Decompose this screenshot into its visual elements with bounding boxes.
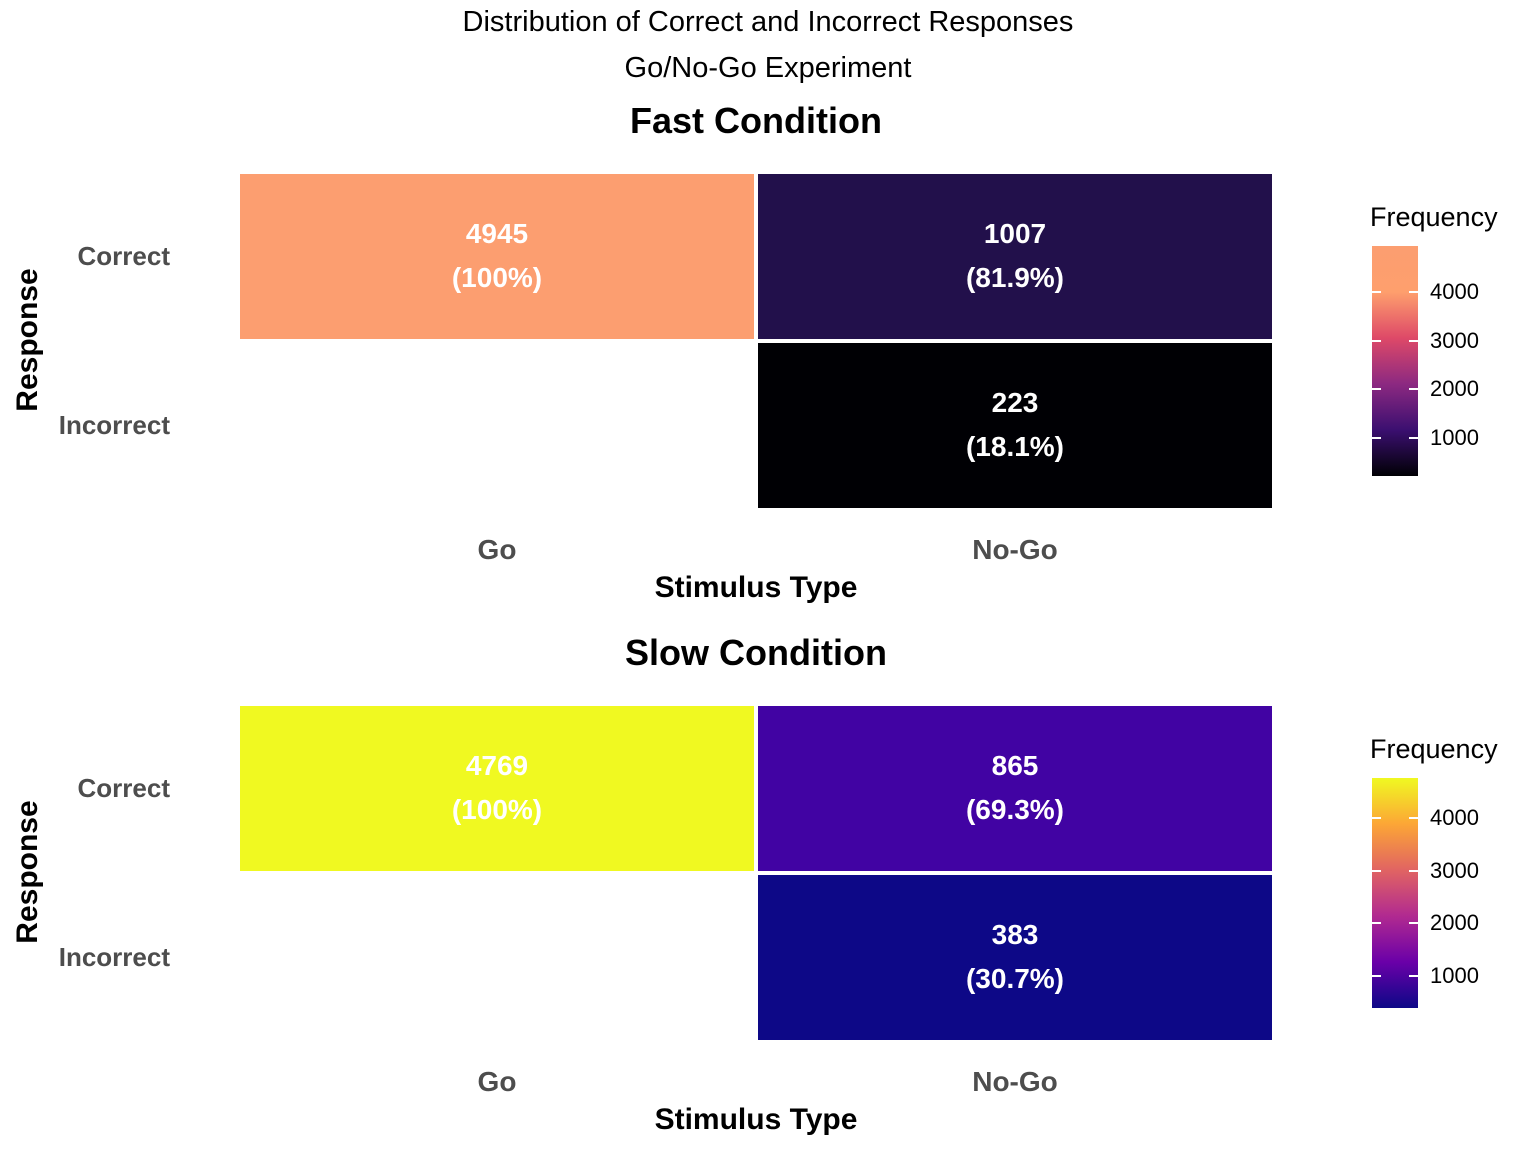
colorbar-tick-label: 2000 — [1430, 910, 1479, 936]
cell-percent-label: (30.7%) — [965, 963, 1065, 994]
colorbar-tick — [1409, 817, 1418, 820]
heatmap-cell: 4769 (100%) — [236, 702, 758, 875]
cell-value-label: 4769 — [465, 750, 529, 781]
cell-value-label: 865 — [991, 750, 1039, 781]
cell-percent-label: (18.1%) — [965, 431, 1065, 462]
colorbar-tick — [1372, 974, 1381, 977]
cell-value-label: 383 — [991, 919, 1039, 950]
x-tick-label: Go — [477, 534, 517, 565]
heatmap-panel-1: Slow Condition 4769 (100%) 865 (69.3%) 383 (30… — [0, 632, 1536, 1172]
x-axis-title: Stimulus Type — [654, 1103, 858, 1136]
cell-value-label: 223 — [991, 387, 1039, 418]
colorbar-tick — [1409, 922, 1418, 925]
colorbar-tick-label: 1000 — [1430, 962, 1479, 988]
colorbar-tick — [1409, 869, 1418, 872]
colorbar-tick-label: 4000 — [1430, 805, 1479, 831]
colorbar — [1372, 246, 1418, 476]
y-tick-label: Correct — [77, 772, 170, 803]
y-tick-label: Incorrect — [58, 409, 170, 440]
colorbar-tick — [1372, 869, 1381, 872]
cell-value-label: 1007 — [983, 218, 1047, 249]
cell-value-label: 4945 — [465, 218, 529, 249]
cell-percent-label: (100%) — [451, 794, 543, 825]
colorbar-tick — [1409, 339, 1418, 342]
colorbar-tick-label: 3000 — [1430, 327, 1479, 353]
y-tick-label: Incorrect — [58, 941, 170, 972]
legend-title: Frequency — [1370, 734, 1498, 764]
heatmap-panel-0: Fast Condition 4945 (100%) 1007 (81.9%) 223 (1… — [0, 100, 1536, 640]
colorbar-tick-label: 3000 — [1430, 857, 1479, 883]
colorbar-tick — [1409, 974, 1418, 977]
y-axis-title: Response — [11, 268, 44, 412]
colorbar-tick-label: 4000 — [1430, 279, 1479, 305]
colorbar-tick-label: 2000 — [1430, 376, 1479, 402]
colorbar-tick — [1372, 339, 1381, 342]
heatmap-cell: 223 (18.1%) — [754, 339, 1276, 512]
cell-percent-label: (81.9%) — [965, 262, 1065, 293]
cell-percent-label: (69.3%) — [965, 794, 1065, 825]
panel-title: Fast Condition — [630, 100, 882, 141]
colorbar-tick — [1372, 388, 1381, 391]
colorbar-tick — [1409, 437, 1418, 440]
heatmap-cell: 4945 (100%) — [236, 170, 758, 343]
x-tick-label: No-Go — [972, 534, 1058, 565]
cell-percent-label: (100%) — [451, 262, 543, 293]
chart-subtitle: Go/No-Go Experiment — [624, 52, 912, 84]
colorbar — [1372, 778, 1418, 1008]
colorbar-tick — [1372, 291, 1381, 294]
x-tick-label: Go — [477, 1066, 517, 1097]
colorbar-tick — [1372, 922, 1381, 925]
x-tick-label: No-Go — [972, 1066, 1058, 1097]
colorbar-tick-label: 1000 — [1430, 425, 1479, 451]
y-tick-label: Correct — [77, 240, 170, 271]
heatmap-cell: 1007 (81.9%) — [754, 170, 1276, 343]
x-axis-title: Stimulus Type — [654, 571, 858, 604]
colorbar-tick — [1409, 291, 1418, 294]
y-axis-title: Response — [11, 800, 44, 944]
colorbar-tick — [1372, 437, 1381, 440]
heatmap-cell: 383 (30.7%) — [754, 871, 1276, 1044]
heatmap-cell: 865 (69.3%) — [754, 702, 1276, 875]
chart-title: Distribution of Correct and Incorrect Re… — [462, 6, 1074, 38]
legend-title: Frequency — [1370, 202, 1498, 232]
colorbar-tick — [1372, 817, 1381, 820]
colorbar-tick — [1409, 388, 1418, 391]
panel-title: Slow Condition — [625, 632, 887, 673]
